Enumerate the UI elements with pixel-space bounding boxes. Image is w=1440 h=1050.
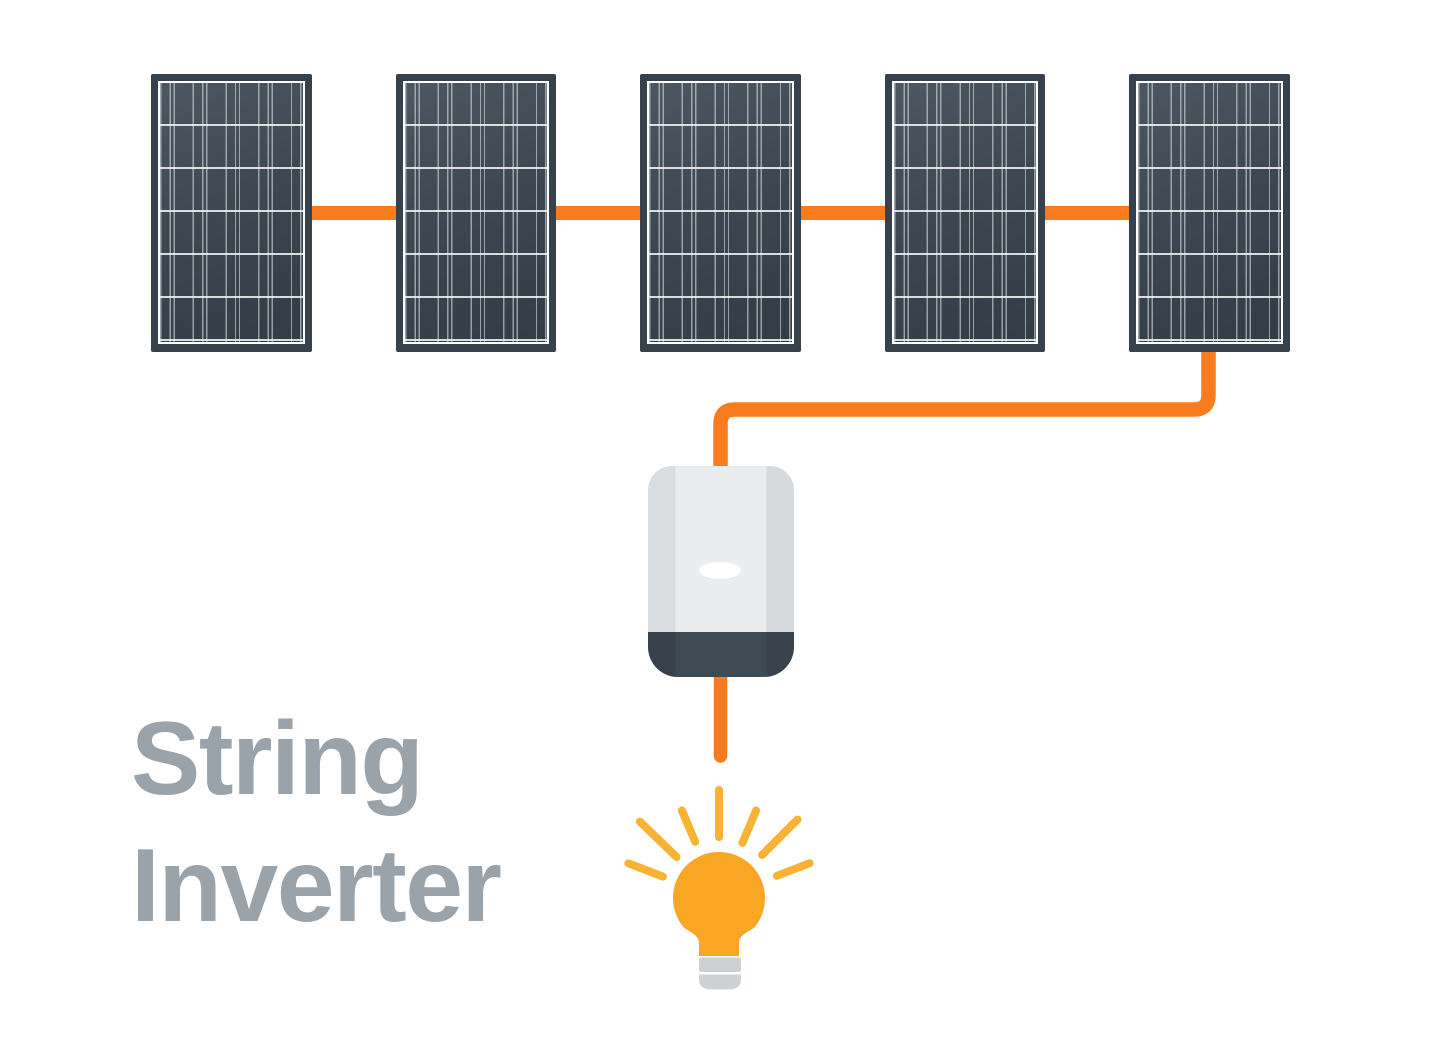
bulb-ray [635,817,681,861]
diagram-label-line1: String [131,701,424,817]
diagram-label: String Inverter [131,696,502,950]
string-inverter-icon [647,466,794,677]
solar-panel-cells [891,81,1038,344]
inverter-led-indicator [699,561,741,579]
bulb-base-band [699,957,741,972]
solar-panel-cells [647,81,794,344]
bulb-glass [673,851,765,956]
inverter-base [647,632,794,677]
solar-panel-string [151,74,1290,352]
bulb-base-tip [699,974,741,990]
bulb-ray [677,806,700,846]
inverter-body [647,466,794,632]
bulb-ray [624,859,667,881]
solar-panel-cells [158,81,305,344]
diagram-label-line2: Inverter [131,828,502,944]
solar-panel-cells [402,81,549,344]
bulb-ray [758,815,802,859]
wire-panels-to-inverter [713,330,1216,480]
solar-panel-cells [1136,81,1283,344]
solar-panel-icon [395,74,556,352]
solar-panel-icon [640,74,801,352]
solar-panel-icon [151,74,312,352]
solar-panel-icon [1129,74,1290,352]
solar-panel-icon [884,74,1045,352]
bulb-rays [624,786,814,881]
bulb-ray [772,859,814,880]
bulb-ray [738,806,761,847]
